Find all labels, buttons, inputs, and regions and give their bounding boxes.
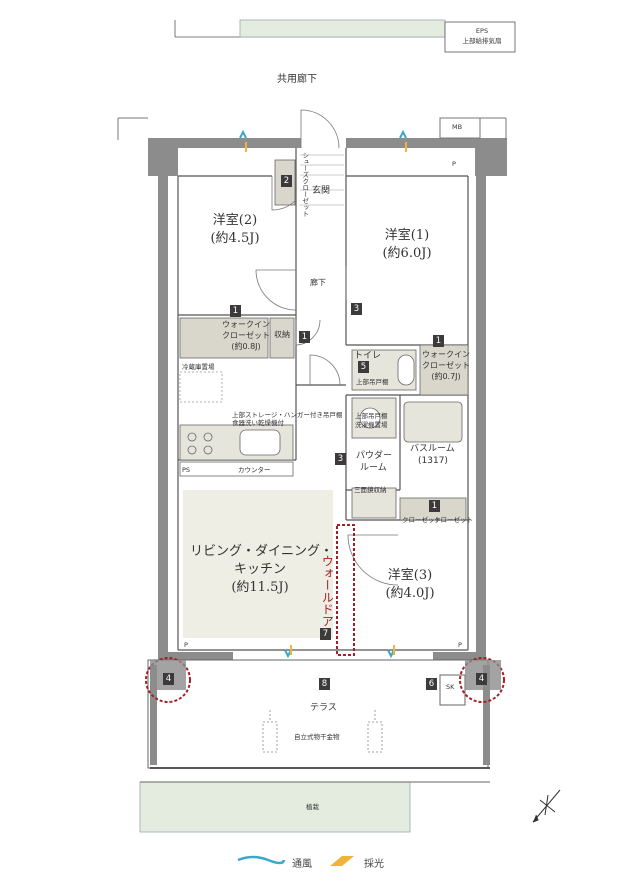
eps-label-1: EPS [475,27,489,35]
p-label-tr: P [452,160,456,168]
door-swings [255,176,399,586]
dryer-label: 自立式物干金物 [294,733,340,741]
western1-name: 洋室(1) [384,228,430,243]
p-label-bl: P [184,641,188,649]
terrace-label: テラス [310,703,337,713]
sunlight-icon [330,856,354,866]
toilet-cabinet-label: 上部吊戸棚 [356,378,389,386]
wic-right-line1: ウォークイン [422,350,470,359]
entrance-label: 玄関 [312,186,331,196]
eps-label-2: 上部給排気扇 [462,37,502,45]
top-rails [117,117,507,140]
kitchen-note-1: 上部ストレージ・ハンガー付き吊戸棚 [232,411,343,419]
badge-wic-left: 1 [230,305,241,317]
wic-left-line1: ウォークイン [222,320,270,329]
badge-wall-door: 7 [320,628,331,640]
ldk-line3: (約11.5J) [231,580,289,595]
legend-light-label: 採光 [364,859,384,870]
top-common-strip [174,19,516,53]
wic-right-line2: クローゼット [422,361,470,370]
badge-corner-left: 4 [163,673,174,685]
corner-markers [145,657,505,703]
wic-right-line3: (約0.7J) [431,372,461,381]
badge-wic-right: 1 [433,335,444,347]
mb-label: MB [452,123,463,131]
wet-area-fixtures [351,349,463,519]
powder-label-2: ルーム [360,463,387,473]
three-face-mirror-label: 三面鏡収納 [354,486,387,494]
badge-closet3: 1 [429,500,440,512]
badge-terrace: 8 [319,678,330,690]
badge-toilet: 5 [358,361,369,373]
western3-name: 洋室(3) [387,568,433,583]
legend-wind-label: 通風 [292,859,312,870]
western2-size: (約4.5J) [210,231,260,246]
entrance-area [274,109,344,206]
wic-left-line3: (約0.8J) [231,342,261,351]
badge-sk: 6 [426,678,437,690]
ldk-line1: リビング・ダイニング・ [190,544,334,559]
corridor-label: 共用廊下 [277,74,317,85]
wind-arrow-icon [237,855,286,865]
ldk-floor-area [183,490,333,638]
ventilation-icons [239,129,407,659]
badge-shoe-closet: 2 [281,175,292,187]
kitchen-counter [179,424,294,477]
kitchen-note-2: 食器洗い乾燥機付 [232,419,284,427]
ps-left-label: PS [182,466,191,474]
western3-size: (約4.0J) [385,586,435,601]
badge-powder: 3 [335,453,346,465]
legend-icons [237,855,354,866]
exterior-walls [148,138,507,660]
badge-corner-right: 4 [476,673,487,685]
planting-area [139,781,411,833]
closet-b-label: クローゼット [434,516,473,524]
toilet-label: トイレ [354,351,382,361]
sk-label: SK [446,683,455,691]
badge-storage: 1 [299,331,310,343]
compass-icon [532,789,561,823]
badge-hall: 3 [351,303,362,315]
counter-label: カウンター [238,466,271,474]
laundry-label-2: 洗濯機置場 [355,421,388,429]
hallway-label: 廊下 [310,278,326,287]
laundry-label-1: 上部吊戸棚 [355,412,388,420]
bath-label-1: バスルーム [410,444,455,454]
fridge-label: 冷蔵庫置場 [182,363,215,371]
wall-door-marker [336,524,355,656]
bath-label-2: (1317) [418,456,448,466]
p-label-br: P [458,641,462,649]
western1-size: (約6.0J) [382,246,432,261]
ldk-line2: キッチン [233,562,286,577]
shoe-closet-label: シューズクローゼット [300,152,309,217]
closet-a-label: クローゼット [402,516,441,524]
storage-label: 収納 [274,330,290,339]
western2-name: 洋室(2) [212,213,258,228]
powder-label-1: パウダー [356,451,393,461]
planting-label: 植栽 [306,803,319,811]
wall-door-label: ウォールドア [320,555,335,627]
wic-left-line2: クローゼット [222,331,270,340]
